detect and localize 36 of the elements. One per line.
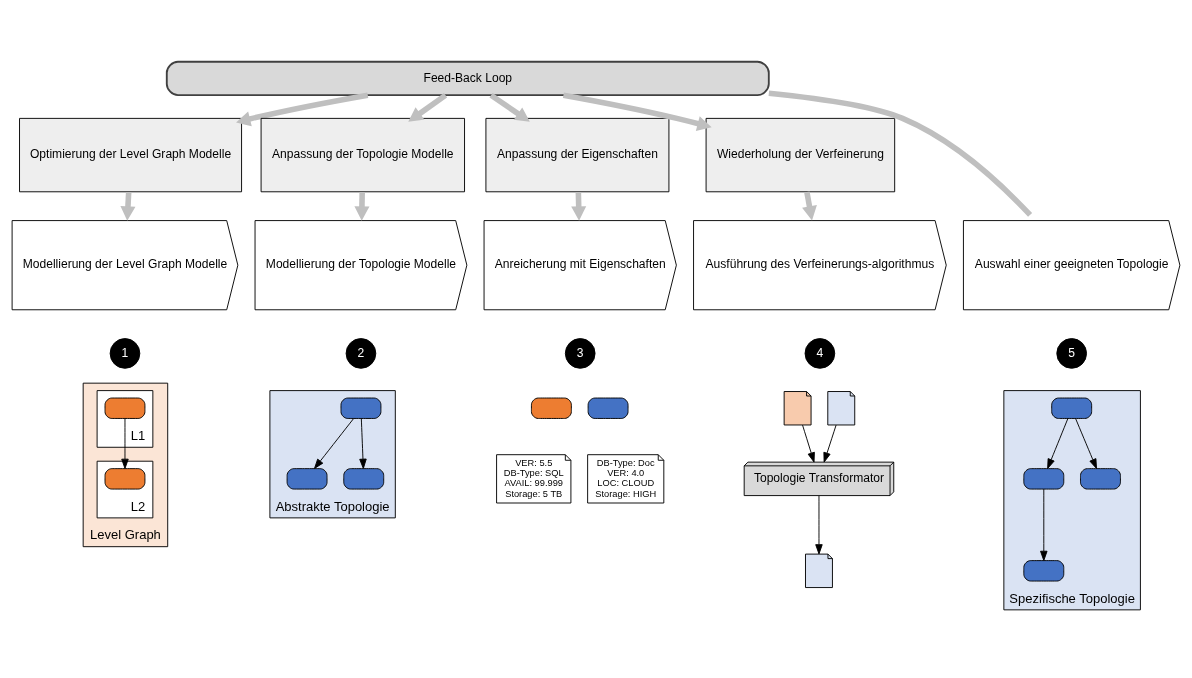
node-box: Feed-Back Loop: [165, 60, 770, 96]
arrow: [314, 417, 354, 469]
node-box: Optimierung der Level Graph Modelle: [19, 117, 243, 192]
cluster: L1: [96, 389, 154, 448]
node-box: [286, 467, 328, 490]
arrow: [1075, 417, 1097, 469]
node-box: Anpassung der Eigenschaften: [485, 117, 670, 192]
arrow: [1040, 488, 1048, 561]
arrow: [359, 417, 367, 469]
cluster: Spezifische Topologie: [1003, 389, 1141, 610]
node-circle: 3: [564, 337, 596, 369]
arrow: [408, 92, 448, 122]
node-box: [1051, 397, 1093, 419]
node-box: [1023, 467, 1065, 490]
cluster: Abstrakte Topologie: [269, 389, 396, 518]
node-box: [340, 397, 382, 419]
connector: [768, 89, 1033, 217]
node-box: [343, 467, 385, 490]
arrow: [823, 424, 837, 463]
node-box: Wiederholung der Verfeinerung: [705, 117, 896, 192]
node-circle: 4: [804, 337, 836, 369]
arrow: [121, 417, 129, 469]
arrow: [1047, 417, 1069, 469]
node-box: [530, 397, 572, 419]
node-box: [1080, 467, 1121, 490]
node-box: [104, 467, 146, 490]
arrow: [802, 424, 815, 463]
node-box: [1023, 559, 1065, 581]
node-circle: 2: [345, 337, 377, 369]
arrow: [815, 494, 823, 554]
node-circle: 1: [109, 337, 141, 369]
arrow: [489, 92, 530, 122]
node-box: Anpassung der Topologie Modelle: [260, 117, 465, 192]
node-circle: 5: [1056, 337, 1087, 369]
node-box: [104, 397, 146, 419]
node-box: [587, 397, 629, 419]
